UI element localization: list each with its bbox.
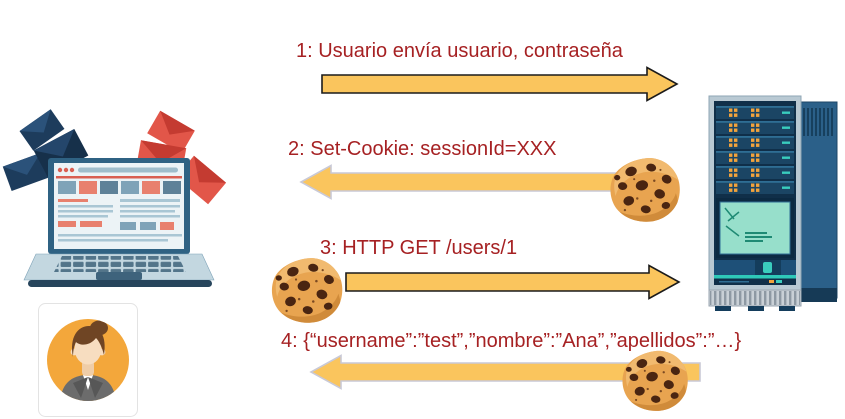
message-2-arrow-left-icon bbox=[299, 164, 653, 200]
message-1-arrow-right-icon bbox=[321, 66, 679, 102]
message-3-label: 3: HTTP GET /users/1 bbox=[320, 237, 518, 259]
server-icon bbox=[708, 95, 838, 311]
server-lower-panel bbox=[714, 260, 796, 283]
laptop-keyboard bbox=[23, 253, 215, 287]
message-3-arrow-right-icon bbox=[345, 264, 681, 300]
user-avatar bbox=[38, 303, 138, 417]
cookie-icon bbox=[622, 350, 688, 411]
laptop-screen bbox=[48, 158, 190, 254]
envelope-icon bbox=[2, 109, 89, 192]
client-laptop-icon bbox=[2, 109, 227, 287]
cookie-icon bbox=[271, 258, 343, 323]
message-2-label: 2: Set-Cookie: sessionId=XXX bbox=[288, 138, 557, 160]
server-base bbox=[708, 289, 802, 311]
cookie-icon bbox=[610, 158, 680, 222]
server-screen bbox=[716, 198, 794, 258]
message-1-label: 1: Usuario envía usuario, contraseña bbox=[296, 40, 623, 62]
message-4-label: 4: {“username”:”test”,”nombre”:”Ana”,”ap… bbox=[281, 330, 742, 352]
